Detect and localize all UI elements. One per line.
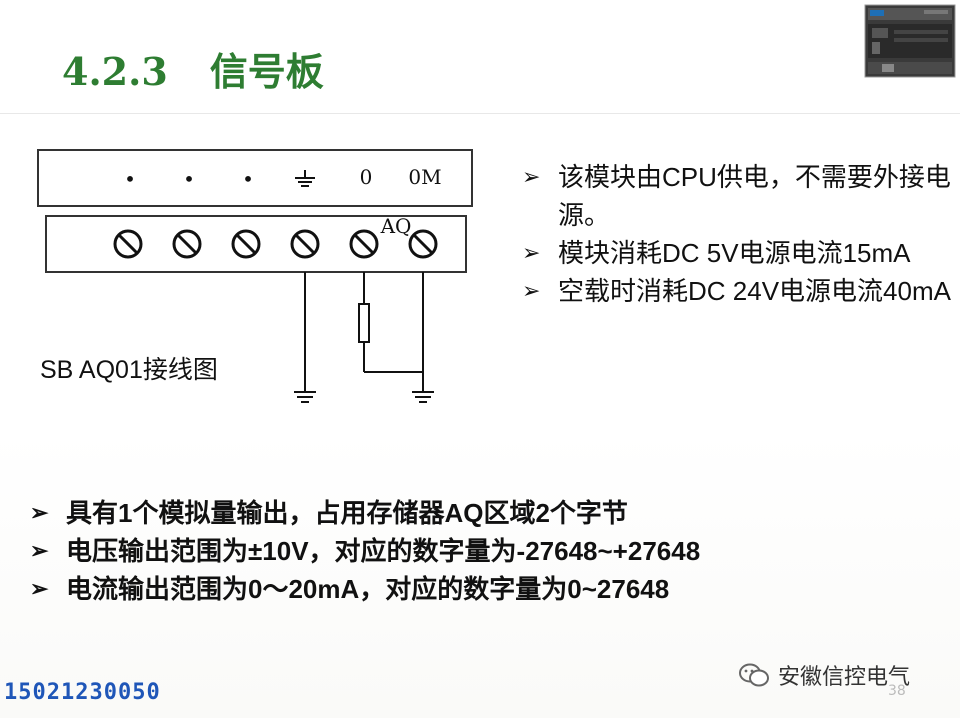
bottom-bullet-list: ➢具有1个模拟量输出，占用存储器AQ区域2个字节 ➢电压输出范围为±10V，对应…	[30, 494, 930, 608]
heading-divider	[0, 113, 960, 114]
arrowhead-bullet-icon: ➢	[30, 500, 49, 525]
plc-module-image	[864, 4, 956, 78]
slide-title: 4.2.3 信号板	[62, 44, 324, 100]
list-item: ➢模块消耗DC 5V电源电流15mA	[522, 234, 952, 272]
diagram-caption: SB AQ01接线图	[40, 356, 218, 384]
screw-terminal-icon	[113, 229, 438, 259]
title-text: 信号板	[209, 50, 324, 94]
list-item: ➢电压输出范围为±10V，对应的数字量为-27648~+27648	[30, 532, 930, 570]
arrowhead-bullet-icon: ➢	[30, 576, 49, 601]
watermark-text: 安徽信控电气	[778, 665, 911, 690]
list-item: ➢电流输出范围为0～20mA，对应的数字量为0~27648	[30, 570, 930, 608]
arrowhead-bullet-icon: ➢	[30, 538, 49, 563]
module-label: AQ	[380, 214, 412, 238]
terminal-dot-1: •	[124, 167, 136, 191]
list-item: ➢具有1个模拟量输出，占用存储器AQ区域2个字节	[30, 494, 930, 532]
terminal-dot-2: •	[183, 167, 195, 191]
terminal-dot-3: •	[242, 167, 254, 191]
section-number: 4.2.3	[62, 49, 168, 94]
right-bullet-list: ➢该模块由CPU供电，不需要外接电源。 ➢模块消耗DC 5V电源电流15mA ➢…	[522, 158, 952, 310]
wechat-logo-icon	[739, 663, 769, 687]
phone-number: 15021230050	[4, 680, 161, 705]
terminal-label-strip	[37, 149, 473, 207]
page-number: 38	[888, 683, 906, 699]
arrowhead-bullet-icon: ➢	[522, 164, 541, 189]
watermark: 安徽信控电气	[738, 660, 910, 690]
wiring-diagram: • • • 0 0M AQ	[37, 149, 473, 403]
arrowhead-bullet-icon: ➢	[522, 278, 541, 303]
ground-symbol-icon	[295, 170, 315, 187]
terminal-label-0: 0	[360, 165, 373, 189]
wiring-lines	[294, 272, 434, 403]
terminal-label-0m: 0M	[408, 165, 441, 189]
arrowhead-bullet-icon: ➢	[522, 240, 541, 265]
list-item: ➢空载时消耗DC 24V电源电流40mA	[522, 272, 952, 310]
list-item: ➢该模块由CPU供电，不需要外接电源。	[522, 158, 952, 234]
